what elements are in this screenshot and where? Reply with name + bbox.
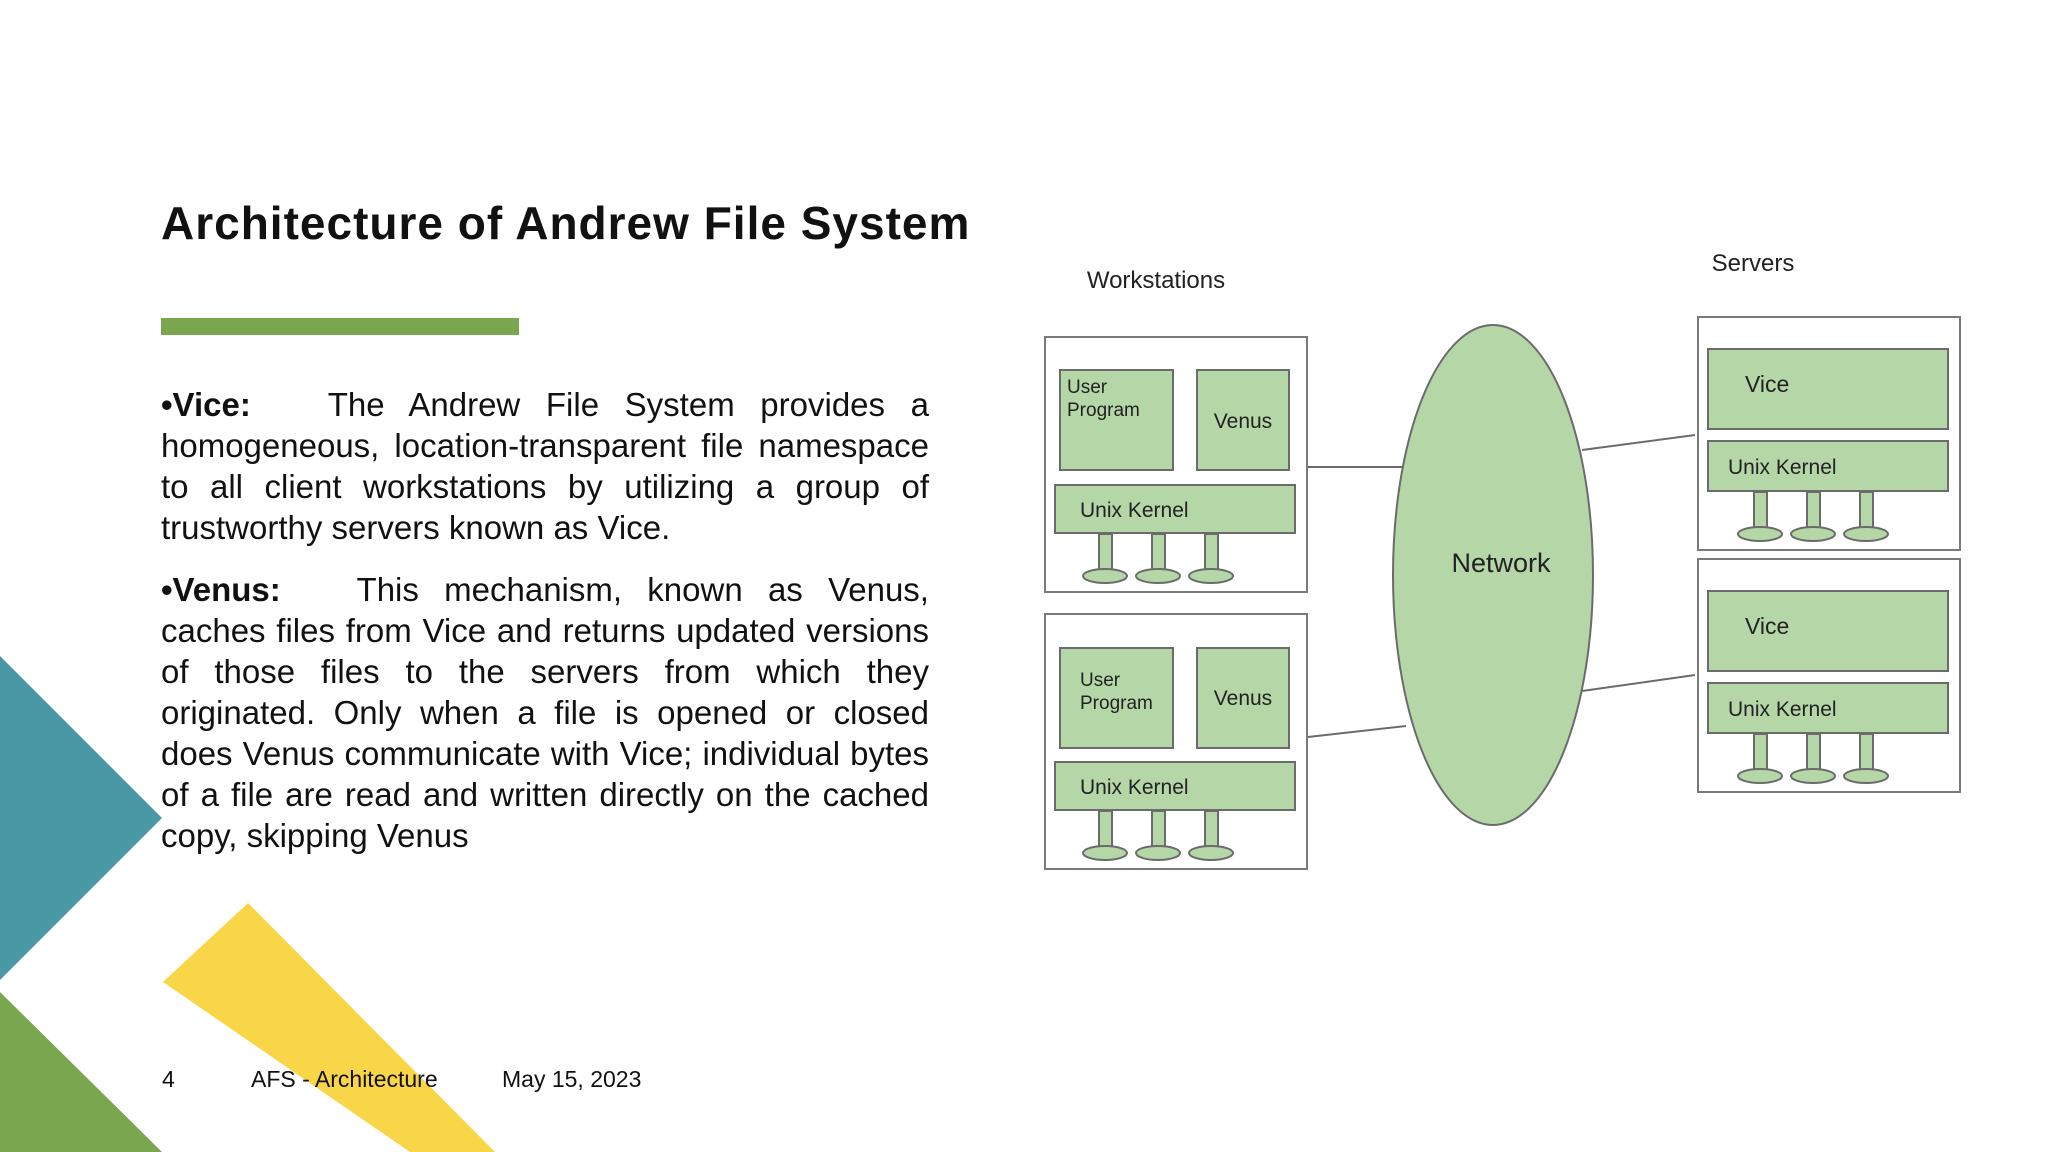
yellow-band <box>163 903 495 1152</box>
user-program-block <box>1059 647 1174 749</box>
green-triangle <box>0 992 162 1152</box>
unix-kernel-block <box>1707 440 1949 492</box>
network-ellipse <box>1392 324 1594 826</box>
vice-block <box>1707 348 1949 430</box>
venus-block <box>1196 369 1290 471</box>
footer-deck-title: AFS - Architecture <box>251 1066 438 1092</box>
user-program-label: User <box>1067 377 1108 398</box>
server-box-1: Vice Unix Kernel <box>1697 316 1961 551</box>
disk-icons <box>1737 733 1889 784</box>
venus-label: Venus <box>1214 410 1272 433</box>
disk-icons <box>1082 810 1234 861</box>
server-box-2: Vice Unix Kernel <box>1697 558 1961 793</box>
bullet-term: •Vice: <box>161 386 251 423</box>
unix-kernel-block <box>1054 484 1296 534</box>
network-label: Network <box>1451 548 1551 578</box>
unix-kernel-label: Unix Kernel <box>1728 698 1837 721</box>
footer-date: May 15, 2023 <box>502 1066 642 1092</box>
venus-label: Venus <box>1214 687 1272 710</box>
bullet-venus: •Venus: This mechanism, known as Venus, … <box>161 569 929 856</box>
disk-icons <box>1082 533 1234 584</box>
unix-kernel-block <box>1707 682 1949 734</box>
bullet-list: •Vice: The Andrew File System provides a… <box>161 384 929 877</box>
bullet-text: This mechanism, known as Venus, caches f… <box>161 571 929 854</box>
afs-architecture-diagram: Workstations Servers Network User Progra… <box>1044 250 1961 870</box>
user-program-label: Program <box>1080 693 1153 714</box>
vice-label: Vice <box>1745 613 1789 639</box>
servers-label: Servers <box>1712 250 1795 277</box>
unix-kernel-label: Unix Kernel <box>1728 456 1837 479</box>
disk-icons <box>1737 491 1889 542</box>
footer-page-number: 4 <box>162 1066 175 1092</box>
bullet-text: The Andrew File System provides a homoge… <box>161 386 929 546</box>
unix-kernel-label: Unix Kernel <box>1080 499 1189 522</box>
workstation-box-2: User Program Venus Unix Kernel <box>1044 613 1308 870</box>
teal-triangle <box>0 656 162 980</box>
vice-label: Vice <box>1745 371 1789 397</box>
bullet-term: •Venus: <box>161 571 281 608</box>
user-program-label: Program <box>1067 400 1140 421</box>
workstation-box-1: User Program Venus Unix Kernel <box>1044 336 1308 593</box>
user-program-label: User <box>1080 670 1121 691</box>
unix-kernel-label: Unix Kernel <box>1080 776 1189 799</box>
unix-kernel-block <box>1054 761 1296 811</box>
title-underline-bar <box>161 318 519 335</box>
user-program-block <box>1059 369 1174 471</box>
bullet-vice: •Vice: The Andrew File System provides a… <box>161 384 929 548</box>
workstations-label: Workstations <box>1087 267 1225 294</box>
vice-block <box>1707 590 1949 672</box>
slide-title: Architecture of Andrew File System <box>161 197 971 249</box>
venus-block <box>1196 647 1290 749</box>
